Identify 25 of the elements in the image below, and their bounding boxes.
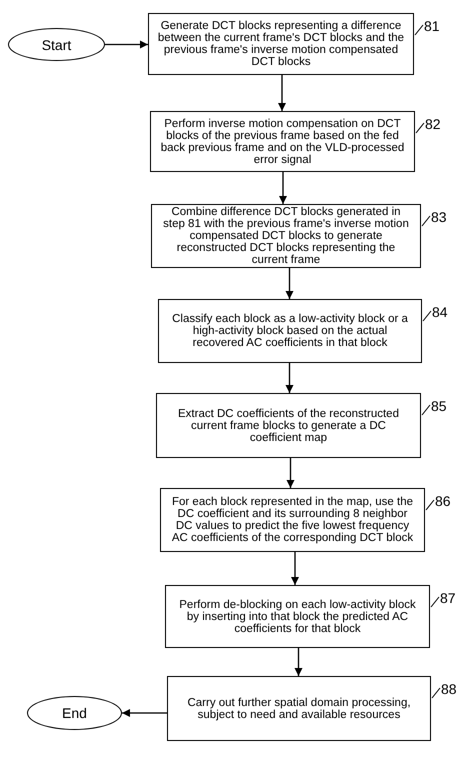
process-box	[150, 111, 415, 172]
step-text: Perform de-blocking on each low-activity block by inserting into that block the predicted AC coefficients for that block	[178, 598, 417, 634]
terminal-label: End	[62, 707, 87, 719]
step-text: Generate DCT blocks representing a difference between the current frame's DCT blocks and the previous frame's inverse motion compensated DCT blocks	[157, 20, 405, 68]
reference-number: 86	[435, 494, 451, 508]
process-box	[167, 676, 431, 741]
step-text: For each block represented in the map, use the DC coefficient and its surrounding 8 neighbor DC values to predict the five lowest frequency AC coefficients of the corresponding DCT block	[170, 496, 414, 544]
reference-number: 84	[432, 305, 448, 319]
reference-number: 88	[441, 682, 457, 696]
process-box	[160, 488, 425, 552]
process-box	[156, 393, 421, 458]
step-text: Combine difference DCT blocks generated in step 81 with the previous frame's inverse motion compensated DCT blocks to generate reconstructed DCT blocks representing the current frame	[162, 206, 410, 266]
step-text: Carry out further spatial domain processing, subject to need and available resources	[186, 696, 412, 720]
terminal-label: Start	[42, 38, 72, 50]
reference-number: 83	[431, 210, 447, 224]
step-text: Classify each block as a low-activity block or a high-activity block based on the actual recovered AC coefficients in that block	[171, 313, 409, 349]
process-box	[148, 13, 414, 75]
reference-number: 82	[425, 117, 441, 131]
process-box	[158, 299, 422, 363]
step-text: Extract DC coefficients of the reconstructed current frame blocks to generate a DC coefficient map	[177, 408, 400, 444]
reference-number: 81	[424, 19, 440, 33]
reference-number: 85	[431, 399, 447, 413]
step-text: Perform inverse motion compensation on DCT blocks of the previous frame based on the fed back previous frame and on the VLD-processed error signal	[160, 118, 406, 166]
process-box	[165, 585, 430, 648]
reference-number: 87	[440, 591, 456, 605]
